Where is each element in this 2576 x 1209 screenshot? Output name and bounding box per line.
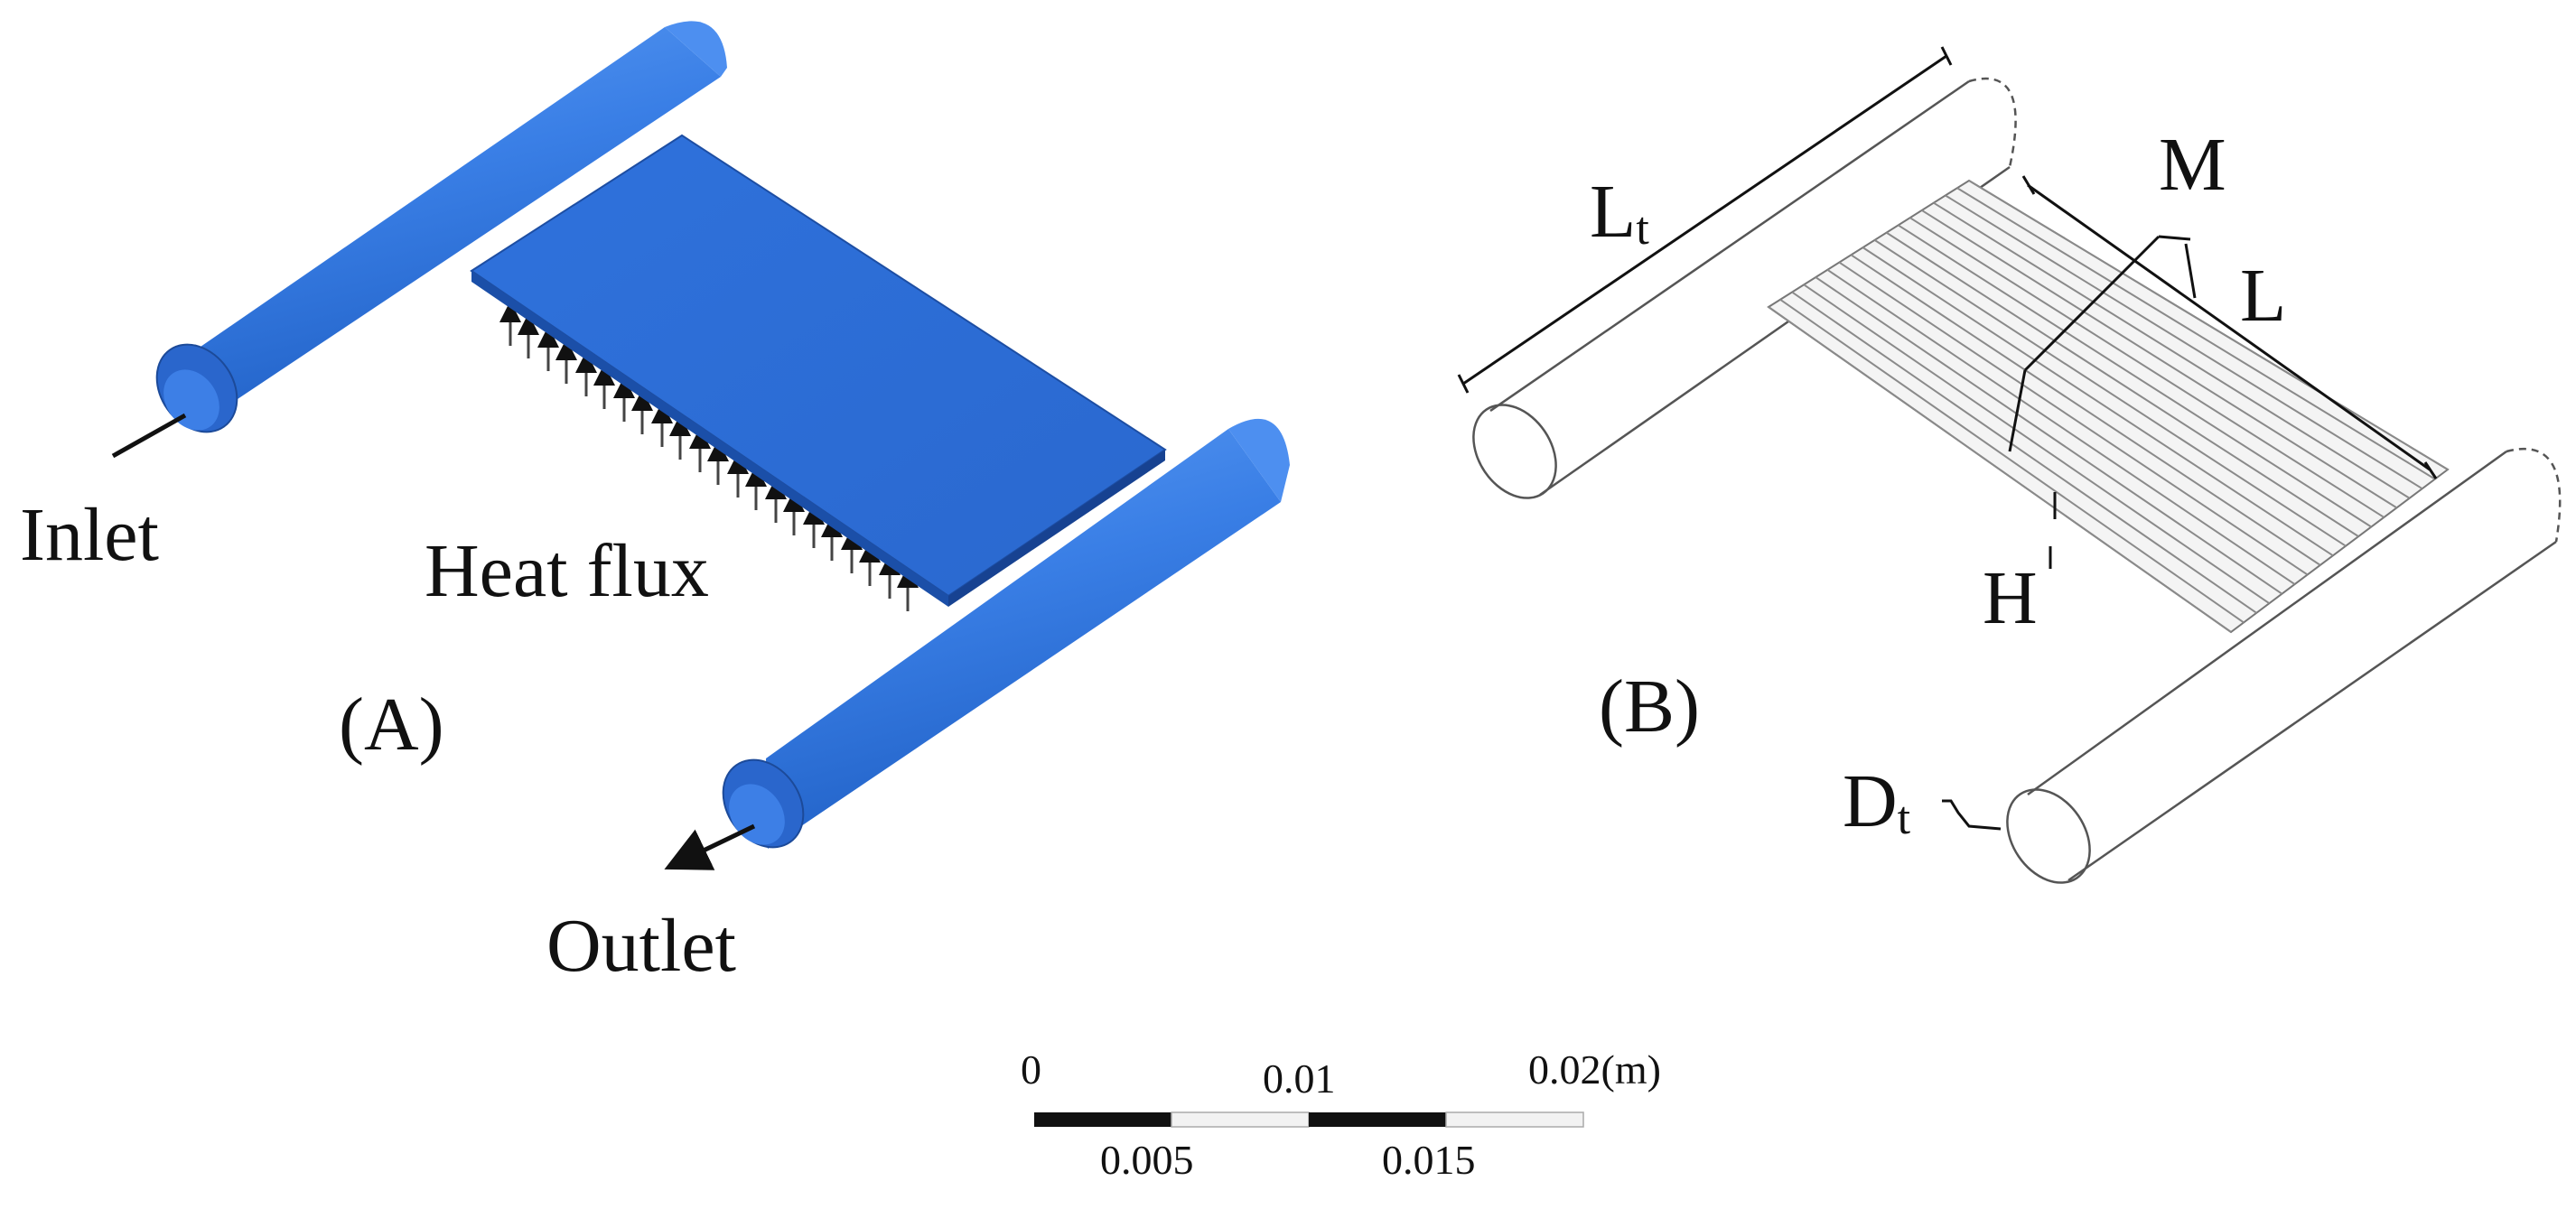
channel-line <box>1838 261 2309 576</box>
channel-line <box>1956 187 2436 480</box>
channel-line <box>1779 298 2245 624</box>
scale-tick-0005: 0.005 <box>1100 1137 1194 1183</box>
scale-seg-2 <box>1171 1111 1310 1128</box>
scale-tick-0: 0 <box>1021 1046 1041 1093</box>
m-label: M <box>2159 123 2226 207</box>
channel-line <box>1873 239 2347 547</box>
scale-seg-4 <box>1445 1111 1584 1128</box>
inlet-arrow <box>111 413 187 459</box>
channel-line <box>1898 224 2372 528</box>
inlet-label: Inlet <box>20 493 159 577</box>
channel-line <box>1803 284 2270 605</box>
panel-b-label: (B) <box>1599 665 1700 749</box>
lt-dimension <box>1457 46 1953 394</box>
l-label: L <box>2240 254 2286 338</box>
lt-label: Lt <box>1590 170 1649 255</box>
channel-line <box>1768 306 2232 633</box>
scale-seg-3 <box>1309 1112 1446 1127</box>
channel-plate <box>470 134 1167 607</box>
channel-line <box>1791 291 2257 614</box>
h-marker <box>2049 492 2057 569</box>
scale-tick-001: 0.01 <box>1263 1056 1336 1102</box>
scale-bar: 0 0.01 0.02(m) 0.005 0.015 <box>1021 1046 1661 1183</box>
panel-b-labels: Lt M L H (B) Dt <box>1590 123 2286 844</box>
channel-line <box>1921 209 2398 509</box>
scale-tick-0015: 0.015 <box>1382 1137 1476 1183</box>
dt-label: Dt <box>1843 759 1911 844</box>
channel-line <box>1862 246 2334 557</box>
dt-leader <box>1942 799 2002 831</box>
heat-flux-label: Heat flux <box>425 529 709 613</box>
scale-seg-1 <box>1034 1112 1171 1127</box>
lt-sub: t <box>1636 203 1649 255</box>
m-leader <box>2008 235 2197 452</box>
outlet-label: Outlet <box>546 904 736 988</box>
channel-line <box>1886 231 2359 537</box>
channel-line <box>1968 180 2449 470</box>
channel-line <box>1815 276 2283 595</box>
heat-flux-arrows <box>499 301 919 611</box>
outlet-arrow <box>664 823 756 870</box>
dt-sub: t <box>1898 793 1911 844</box>
channel-line <box>1945 194 2423 490</box>
panel-a: Inlet Heat flux (A) Outlet <box>20 21 1290 988</box>
h-label: H <box>1983 556 2038 640</box>
lt-main: L <box>1590 170 1636 254</box>
channel-line <box>1909 217 2385 518</box>
lower-pipe-wireframe <box>2006 447 2562 884</box>
scale-tick-002: 0.02(m) <box>1528 1046 1661 1093</box>
channel-line <box>1933 201 2411 499</box>
microchannel-array <box>1767 179 2450 634</box>
channel-line <box>1826 268 2296 585</box>
inlet-manifold-pipe <box>155 21 727 433</box>
channel-line <box>1850 254 2321 566</box>
outlet-manifold-pipe <box>722 418 1290 849</box>
panel-b <box>1457 46 2562 884</box>
panel-a-label: (A) <box>339 683 444 767</box>
l-dimension <box>2021 175 2438 479</box>
dt-main: D <box>1843 759 1898 843</box>
